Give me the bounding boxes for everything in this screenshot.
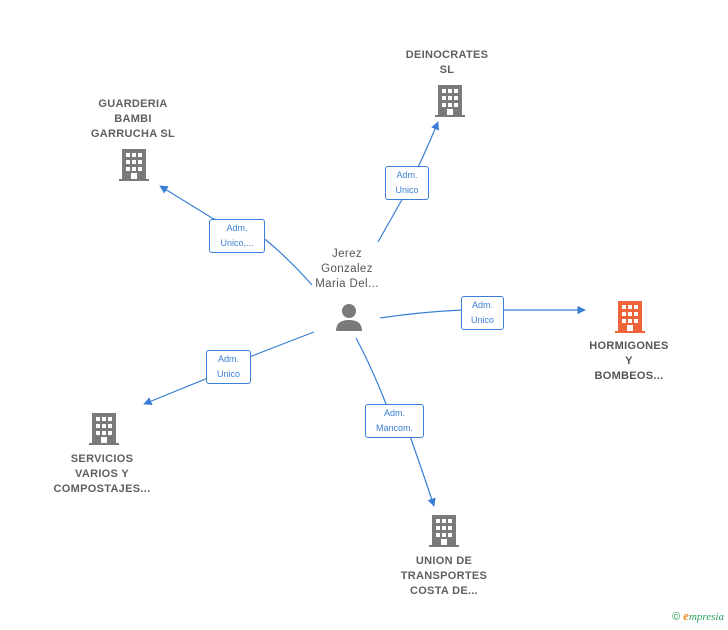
center-person-label: Jerez Gonzalez Maria Del... — [315, 248, 379, 290]
link-servicios — [143, 331, 315, 406]
building-icon[interactable] — [118, 148, 150, 182]
company-label-guarderia[interactable]: GUARDERIA BAMBI GARRUCHA SL — [90, 98, 176, 140]
relation-label-servicios[interactable]: Adm. Unico — [206, 350, 251, 384]
relation-label-hormigones[interactable]: Adm. Unico — [461, 296, 504, 330]
building-icon[interactable] — [434, 84, 466, 118]
person-icon[interactable] — [334, 302, 364, 332]
building-icon[interactable] — [428, 514, 460, 548]
brand-initial: e — [683, 608, 689, 623]
company-label-union[interactable]: UNION DE TRANSPORTES COSTA DE... — [400, 555, 488, 597]
company-label-deinocrates[interactable]: DEINOCRATES SL — [405, 49, 489, 76]
relation-label-union[interactable]: Adm. Mancom. — [365, 404, 424, 438]
relation-label-guarderia[interactable]: Adm. Unico,... — [209, 219, 265, 253]
copyright-symbol: © — [672, 611, 681, 623]
company-label-servicios[interactable]: SERVICIOS VARIOS Y COMPOSTAJES... — [53, 453, 151, 495]
building-icon[interactable] — [88, 412, 120, 446]
relation-label-deinocrates[interactable]: Adm. Unico — [385, 166, 429, 200]
company-label-hormigones[interactable]: HORMIGONES Y BOMBEOS... — [589, 340, 669, 382]
brand-name: mpresia — [688, 611, 724, 623]
building-icon-highlight[interactable] — [614, 300, 646, 334]
brand-watermark: ©empresia — [672, 608, 724, 624]
link-guarderia — [159, 185, 313, 286]
